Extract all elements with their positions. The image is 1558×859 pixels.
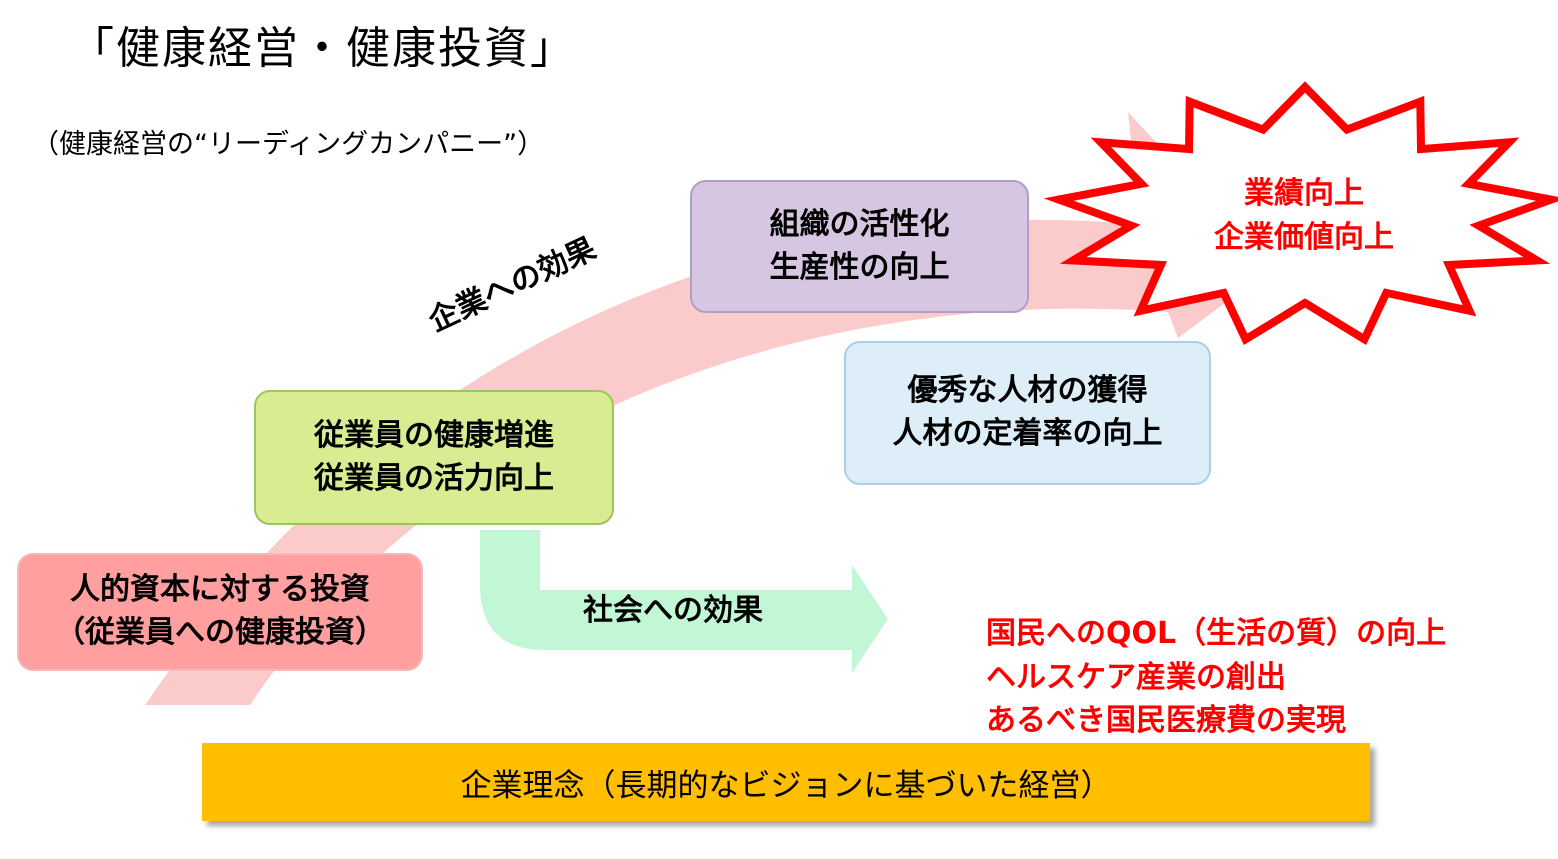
employee-health-box: 従業員の健康増進 従業員の活力向上 <box>254 390 614 525</box>
talent-box: 優秀な人材の獲得 人材の定着率の向上 <box>844 341 1211 485</box>
corporate-philosophy-bar: 企業理念（長期的なビジョンに基づいた経営） <box>202 743 1370 821</box>
page-title: 「健康経営・健康投資」 <box>70 23 576 74</box>
org-line-2: 生産性の向上 <box>769 249 950 285</box>
org-line-1: 組織の活性化 <box>769 206 950 242</box>
society-outcome-3: あるべき国民医療費の実現 <box>986 703 1346 738</box>
investment-box: 人的資本に対する投資 （従業員への健康投資） <box>17 553 423 671</box>
society-outcome-1: 国民へのQOL（生活の質）の向上 <box>986 616 1447 651</box>
talent-line-2: 人材の定着率の向上 <box>892 416 1163 451</box>
employee-line-2: 従業員の活力向上 <box>314 460 554 496</box>
society-outcome-2: ヘルスケア産業の創出 <box>986 659 1286 695</box>
investment-line-2: （従業員への健康投資） <box>55 615 385 650</box>
star-line-2: 企業価値向上 <box>1214 219 1394 255</box>
employee-line-1: 従業員の健康増進 <box>314 417 554 453</box>
page-subtitle: （健康経営の“リーディングカンパニー”） <box>32 129 545 160</box>
organization-box: 組織の活性化 生産性の向上 <box>690 180 1029 313</box>
society-effect-arrow <box>480 530 888 673</box>
society-effect-label: 社会への効果 <box>583 593 763 628</box>
star-outcome-text: 業績向上 企業価値向上 <box>1175 172 1433 259</box>
society-outcome-list: 国民へのQOL（生活の質）の向上 ヘルスケア産業の創出 あるべき国民医療費の実現 <box>986 612 1446 743</box>
talent-line-1: 優秀な人材の獲得 <box>907 373 1148 409</box>
star-line-1: 業績向上 <box>1244 176 1364 211</box>
investment-line-1: 人的資本に対する投資 <box>70 572 370 608</box>
explosion-star-shape <box>1043 81 1558 346</box>
